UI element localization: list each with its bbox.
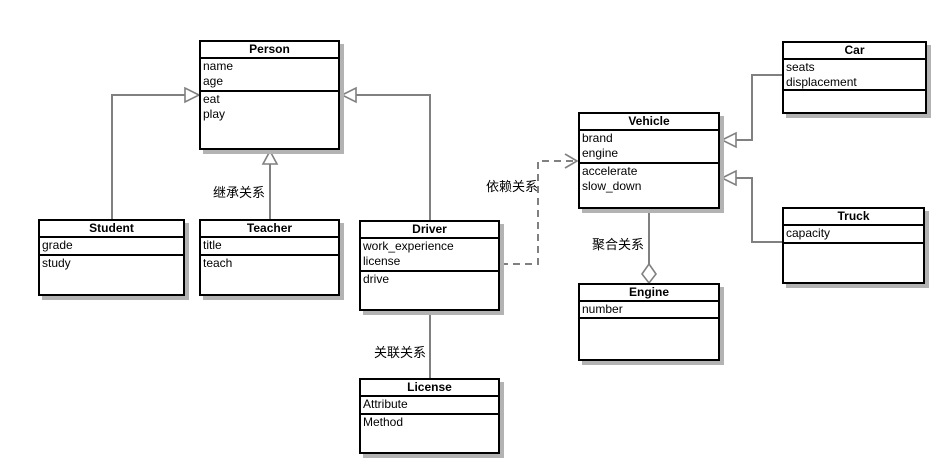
class-title: Engine <box>580 285 718 302</box>
class-attribute: seats <box>786 60 815 74</box>
class-box-teacher[interactable]: Teacher title teach <box>199 219 340 296</box>
hollow-triangle-arrow-icon <box>261 149 279 165</box>
inheritance-edge-driver-person <box>340 86 431 220</box>
aggregation-relationship-label: 聚合关系 <box>592 237 645 252</box>
class-title: Driver <box>361 222 498 239</box>
inheritance-edge-teacher-person <box>261 149 279 219</box>
hollow-triangle-arrow-icon <box>720 169 737 187</box>
class-method: teach <box>203 256 233 270</box>
class-box-driver[interactable]: Driver work_experience license drive <box>359 220 500 311</box>
class-attribute: capacity <box>786 226 831 240</box>
class-method: slow_down <box>582 179 642 193</box>
inheritance-edge-car-vehicle <box>720 74 782 149</box>
class-title: Student <box>40 221 183 238</box>
class-box-engine[interactable]: Engine number <box>578 283 720 361</box>
class-attribute: displacement <box>786 75 857 89</box>
class-attribute: license <box>363 254 401 268</box>
inheritance-edge-truck-vehicle <box>720 169 782 243</box>
dependency-relationship-label: 依赖关系 <box>486 179 539 194</box>
class-title: Person <box>201 42 338 59</box>
hollow-triangle-arrow-icon <box>720 131 737 149</box>
class-box-car[interactable]: Car seats displacement <box>782 41 927 114</box>
class-box-vehicle[interactable]: Vehicle brand engine accelerate slow_dow… <box>578 112 720 209</box>
class-box-person[interactable]: Person name age eat play <box>199 40 340 150</box>
inheritance-edge-student-person <box>111 86 201 219</box>
class-attribute: name <box>203 59 234 73</box>
class-method: drive <box>363 272 390 286</box>
class-method: accelerate <box>582 164 638 178</box>
hollow-triangle-arrow-icon <box>184 86 201 104</box>
class-method: eat <box>203 92 220 106</box>
class-attribute: work_experience <box>363 239 454 253</box>
class-attribute: age <box>203 74 224 88</box>
aggregation-edge-vehicle-engine <box>641 209 657 285</box>
class-attribute: number <box>582 302 623 316</box>
class-method: play <box>203 107 226 121</box>
class-method: study <box>42 256 71 270</box>
class-title: Vehicle <box>580 114 718 131</box>
class-box-student[interactable]: Student grade study <box>38 219 185 296</box>
class-attribute: Attribute <box>363 397 408 411</box>
dependency-edge-driver-vehicle <box>501 153 579 265</box>
inheritance-relationship-label: 继承关系 <box>213 185 266 200</box>
class-title: Teacher <box>201 221 338 238</box>
class-box-truck[interactable]: Truck capacity <box>782 207 925 284</box>
class-box-license[interactable]: License Attribute Method <box>359 378 500 454</box>
class-title: Car <box>784 43 925 60</box>
hollow-diamond-icon <box>641 262 657 285</box>
association-relationship-label: 关联关系 <box>374 345 427 360</box>
class-attribute: brand <box>582 131 613 145</box>
open-arrow-icon <box>564 153 579 169</box>
class-attribute: title <box>203 238 222 252</box>
class-attribute: engine <box>582 146 619 160</box>
class-title: Truck <box>784 209 923 226</box>
class-attribute: grade <box>42 238 73 252</box>
hollow-triangle-arrow-icon <box>340 86 357 104</box>
class-title: License <box>361 380 498 397</box>
class-method: Method <box>363 415 404 429</box>
